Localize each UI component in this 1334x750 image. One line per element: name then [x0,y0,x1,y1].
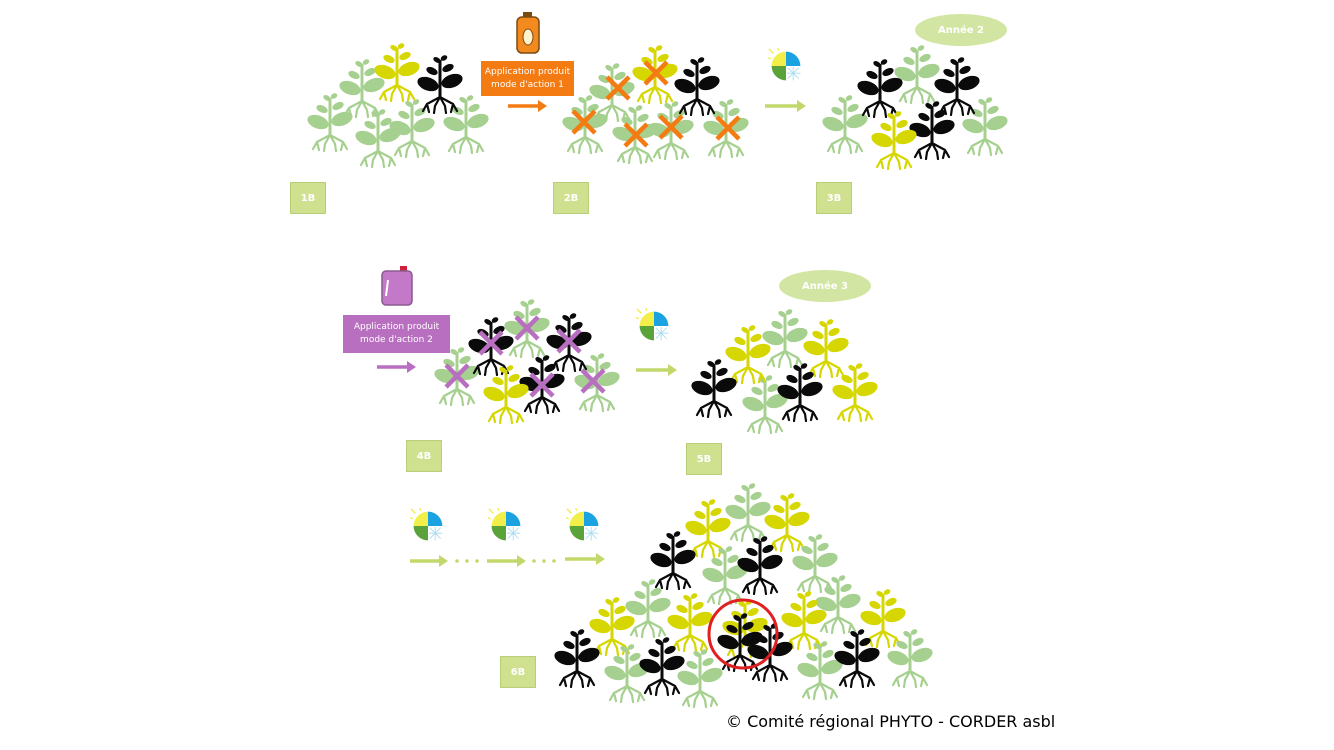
ellipsis-dot [455,559,459,563]
resistant-weed-yellow-icon [683,498,733,558]
resistant-weed-black-icon [415,54,465,114]
resistant-weed-yellow-icon [801,318,851,378]
resistant-weed-black-icon [907,100,957,160]
killed-cross-icon [478,330,504,356]
ellipsis-dot [532,559,536,563]
ellipsis-dot [465,559,469,563]
killed-cross-icon [643,60,669,86]
ellipsis-dot [475,559,479,563]
susceptible-weed-green-icon [723,482,773,542]
weather-seasons-icon [768,48,802,82]
killed-cross-icon [529,372,555,398]
resistant-weed-black-icon [648,530,698,590]
step-label-2b: 2B [553,182,589,214]
weather-seasons-icon [636,308,670,342]
resistant-weed-black-icon [932,56,982,116]
susceptible-weed-green-icon [353,108,403,168]
treatment-2-label: Application produit mode d'action 2 [343,315,450,353]
susceptible-weed-green-icon [760,308,810,368]
resistant-weed-yellow-icon [665,592,715,652]
weather-seasons-icon [566,508,600,542]
killed-cross-icon [658,114,684,140]
susceptible-weed-green-icon [387,98,437,158]
resistant-weed-yellow-icon [762,492,812,552]
treatment-1-label: Application produit mode d'action 1 [481,61,574,96]
treatment-1-line1: Application produit [484,66,571,77]
arrow-icon [377,361,416,373]
resistant-weed-black-icon [855,58,905,118]
resistant-weed-black-icon [735,535,785,595]
treatment-1-line2: mode d'action 1 [491,79,564,90]
treatment-2-line1: Application produit [353,322,440,332]
ellipsis-dot [542,559,546,563]
year-2-badge: Année 2 [915,14,1007,46]
resistant-weed-black-icon [672,56,722,116]
killed-cross-icon [514,315,540,341]
purple-product-canister-icon [381,266,413,306]
susceptible-weed-green-icon [740,374,790,434]
resistant-weed-black-icon [689,358,739,418]
killed-cross-icon [556,328,582,354]
arrow-icon [565,553,605,565]
killed-cross-icon [571,109,597,135]
arrow-icon [636,364,677,376]
step-label-1b: 1B [290,182,326,214]
weather-seasons-icon [410,508,444,542]
weather-seasons-icon [488,508,522,542]
highlight-circle [707,598,779,670]
copyright-text: © Comité régional PHYTO - CORDER asbl [726,712,1056,731]
susceptible-weed-green-icon [892,44,942,104]
resistant-weed-black-icon [775,362,825,422]
susceptible-weed-green-icon [820,94,870,154]
year-3-badge: Année 3 [779,270,871,302]
arrow-icon [765,100,806,112]
step-label-6b: 6B [500,656,536,688]
killed-cross-icon [605,75,631,101]
susceptible-weed-green-icon [623,578,673,638]
susceptible-weed-green-icon [700,545,750,605]
killed-cross-icon [444,363,470,389]
arrow-icon [508,100,547,112]
resistant-weed-black-icon [552,628,602,688]
step-label-4b: 4B [406,440,442,472]
arrow-icon [410,555,448,567]
killed-cross-icon [623,122,649,148]
resistant-weed-yellow-icon [372,42,422,102]
arrow-icon [487,555,526,567]
resistant-weed-yellow-icon [869,110,919,170]
killed-cross-icon [580,368,606,394]
treatment-2-line2: mode d'action 2 [360,335,433,345]
susceptible-weed-green-icon [305,92,355,152]
step-label-3b: 3B [816,182,852,214]
killed-cross-icon [715,115,741,141]
orange-product-bottle-icon [516,12,540,54]
susceptible-weed-green-icon [795,640,845,700]
step-label-5b: 5B [686,443,722,475]
susceptible-weed-green-icon [813,574,863,634]
resistant-weed-black-icon [637,636,687,696]
ellipsis-dot [552,559,556,563]
resistant-weed-yellow-icon [481,364,531,424]
